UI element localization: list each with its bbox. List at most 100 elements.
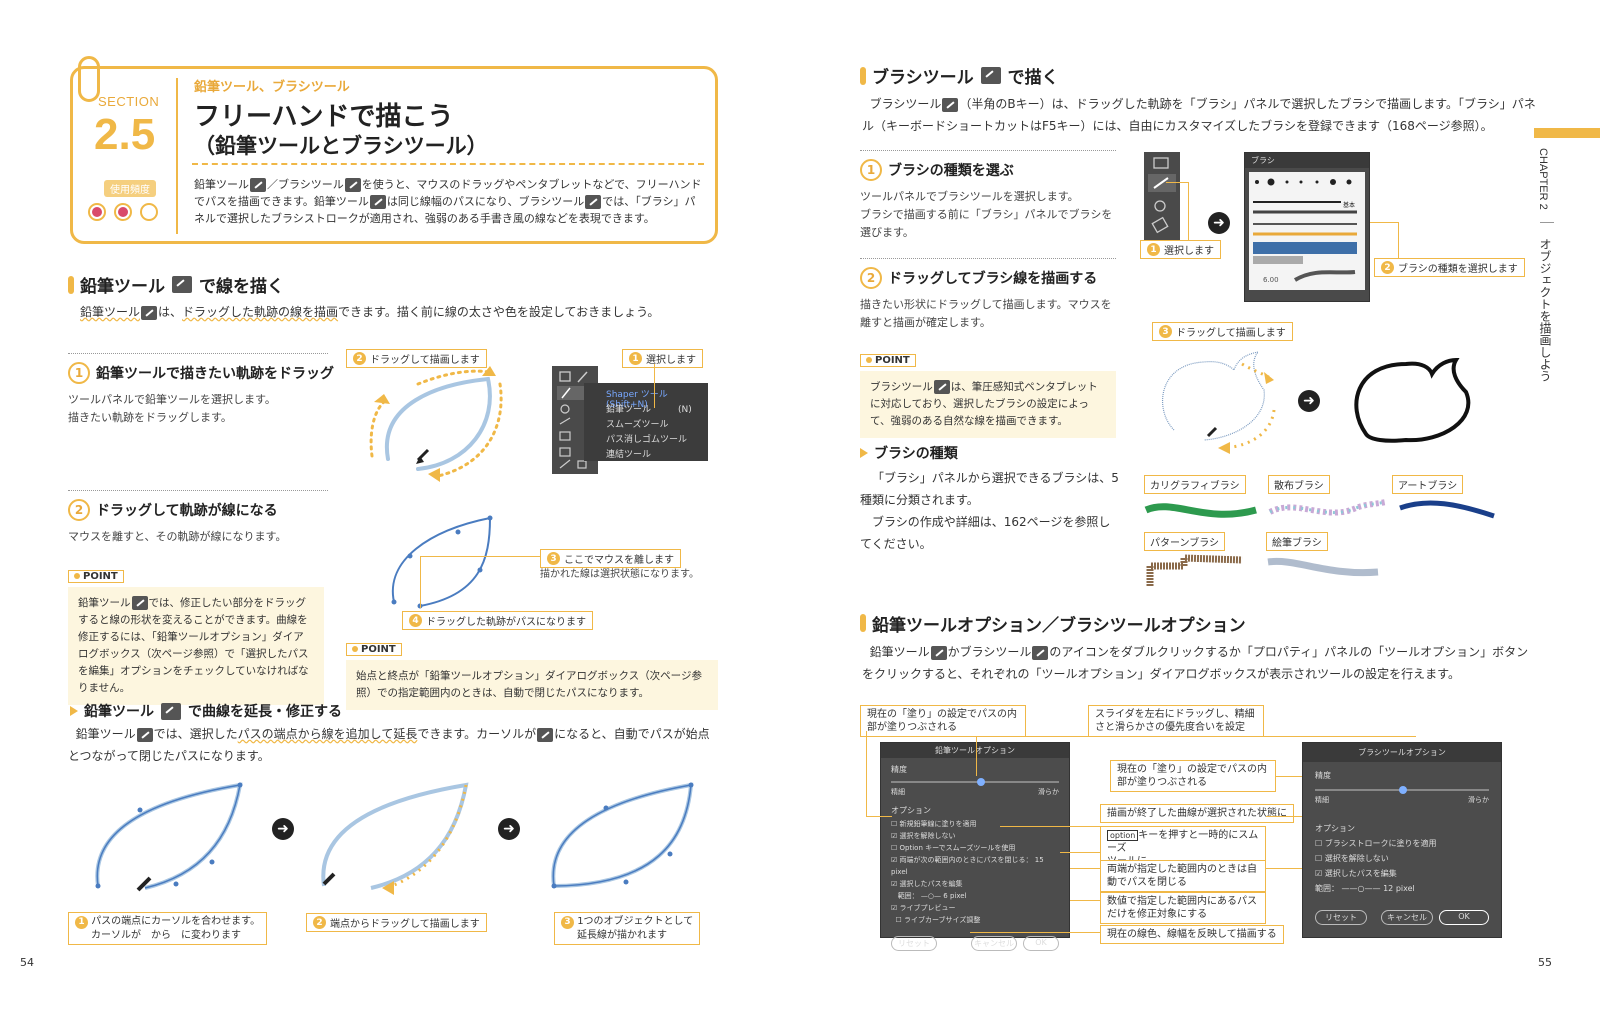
brush-panel-content: 基本 6.00 bbox=[1245, 172, 1369, 300]
slider-handle[interactable] bbox=[977, 778, 985, 786]
arrow-right-icon: ➜ bbox=[272, 818, 294, 840]
pencil-tool-icon bbox=[930, 645, 947, 660]
arrow-right-icon: ➜ bbox=[1298, 390, 1320, 412]
brushed-speech-bubble bbox=[1354, 357, 1471, 443]
callout-leader-line bbox=[1166, 182, 1188, 183]
brush-option-range[interactable]: 範囲： ——○—— 12 pixel bbox=[1315, 884, 1415, 893]
art-brush-label: アートブラシ bbox=[1392, 475, 1464, 494]
calligraphy-brush-sample bbox=[1144, 503, 1257, 518]
release-callout: 3 ここでマウスを離します bbox=[540, 549, 681, 568]
arrow-right-icon: ➜ bbox=[1208, 212, 1230, 234]
option-fill[interactable]: ☐ 新規鉛筆線に塗りを適用 bbox=[891, 820, 977, 828]
option-close-path[interactable]: ☑ 両端が次の範囲内のときにパスを閉じる： 15 pixel bbox=[891, 856, 1044, 876]
callout-leader-line bbox=[976, 736, 1416, 737]
slider-callout: スライダを左右にドラッグし、精細さと滑らかさの優先度合いを設定 bbox=[1088, 705, 1264, 737]
brush-accuracy-slider[interactable] bbox=[1315, 786, 1489, 794]
option-range[interactable]: 範囲： —○— 6 pixel bbox=[897, 892, 967, 900]
brush-types-body: 「ブラシ」パネルから選択できるブラシは、5種類に分類されます。 ブラシの作成や詳… bbox=[860, 471, 1119, 551]
callout-leader-line bbox=[1070, 868, 1100, 869]
callout-leader-line bbox=[420, 556, 540, 557]
pencil-tool-icon bbox=[136, 727, 153, 742]
accuracy-slider[interactable] bbox=[891, 778, 1059, 786]
path-callout: 4 ドラッグした軌跡がパスになります bbox=[402, 611, 593, 630]
callout-leader-line bbox=[1060, 852, 1100, 853]
pencil-dialog-title: 鉛筆ツールオプション bbox=[881, 743, 1069, 758]
brush-choose-callout: 2 ブラシの種類を選択します bbox=[1374, 258, 1525, 277]
menu-item-smooth[interactable]: スムーズツール bbox=[606, 420, 669, 430]
pencil-tool-menu[interactable]: Shaper ツール (Shift+N) 鉛筆ツール (N) スムーズツール パ… bbox=[584, 383, 708, 461]
speech-bubble-drawing bbox=[1161, 351, 1276, 454]
brush-ok-button[interactable]: OK bbox=[1439, 910, 1489, 925]
callout-leader-line bbox=[1070, 900, 1100, 901]
scatter-brush-label: 散布ブラシ bbox=[1268, 475, 1330, 494]
chapter-tab bbox=[1534, 128, 1600, 138]
step-1-body: ツールパネルで鉛筆ツールを選択します。 描きたい軌跡をドラッグします。 bbox=[68, 393, 276, 424]
tool-icons bbox=[1148, 157, 1176, 234]
point-dot-icon bbox=[352, 646, 358, 652]
menu-item-shaper[interactable]: Shaper ツール (Shift+N) bbox=[606, 390, 677, 410]
brush-tool-icon bbox=[980, 67, 1001, 84]
callout-leader-line bbox=[1266, 868, 1316, 869]
frequency-rating bbox=[88, 203, 158, 221]
brush-panel-title: ブラシ bbox=[1245, 153, 1369, 168]
step-divider bbox=[860, 150, 1116, 151]
brush-heading: ブラシツールで描く bbox=[860, 63, 1059, 88]
brush-tool-icon bbox=[585, 195, 602, 209]
chapter-title: オブジェクトを描画しよう bbox=[1538, 238, 1552, 382]
callout-leader-line bbox=[866, 816, 892, 817]
options-body: 鉛筆ツールかブラシツールのアイコンをダブルクリックするか「プロパティ」パネルの「… bbox=[862, 645, 1529, 681]
callout-leader-line bbox=[970, 932, 1100, 933]
brush-options-dialog: ブラシツールオプション 精度 精細 滑らか オプション ☐ ブラシストロークに塗… bbox=[1302, 742, 1502, 938]
svg-text:基本: 基本 bbox=[1343, 201, 1355, 209]
release-note: 描かれた線は選択状態になります。 bbox=[540, 569, 699, 580]
step-2-body: マウスを離すと、その軌跡が線になります。 bbox=[68, 530, 287, 543]
pencil-tool-icon bbox=[172, 276, 192, 293]
option-edit-selected[interactable]: ☑ 選択したパスを編集 bbox=[891, 880, 963, 888]
select-callout: 1 選択します bbox=[622, 349, 703, 368]
brush-reset-button[interactable]: リセット bbox=[1315, 910, 1367, 925]
frequency-dot-filled-icon bbox=[88, 203, 106, 221]
option-live-curve[interactable]: ☐ ライブカーブサイズ調整 bbox=[891, 916, 981, 924]
brush-panel: ブラシ 基本 6.00 bbox=[1244, 152, 1370, 302]
menu-item-pencil[interactable]: 鉛筆ツール (N) bbox=[606, 405, 692, 415]
left-page: SECTION 2.5 使用頻度 鉛筆ツール、ブラシツール フリーハンドで描こう… bbox=[0, 0, 800, 1020]
section-number: 2.5 bbox=[94, 110, 156, 159]
brush-cancel-button[interactable]: キャンセル bbox=[1381, 910, 1433, 925]
step-2-heading: 2 ドラッグして軌跡が線になる bbox=[68, 499, 278, 521]
slider-handle[interactable] bbox=[1399, 786, 1407, 794]
option-live-preview[interactable]: ☑ ライブプレビュー bbox=[891, 904, 956, 912]
triangle-bullet-icon bbox=[860, 448, 868, 458]
callout-leader-line bbox=[1276, 776, 1316, 777]
pencil-close-cursor-icon bbox=[537, 727, 554, 742]
extend-illustration-3 bbox=[551, 782, 694, 889]
pencil-tool-icon bbox=[161, 702, 181, 720]
step-1-heading: 1 鉛筆ツールで描きたい軌跡をドラッグ bbox=[68, 362, 334, 384]
extend-callout-2: 2 端点からドラッグして描画します bbox=[306, 913, 487, 932]
scatter-brush-sample bbox=[1268, 499, 1387, 516]
cancel-button[interactable]: キャンセル bbox=[971, 936, 1017, 951]
menu-item-path-eraser[interactable]: パス消しゴムツール bbox=[606, 435, 688, 445]
callout-leader-line bbox=[866, 731, 867, 816]
drag-draw-callout: 2 ドラッグして描画します bbox=[346, 349, 487, 368]
callout-leader-line bbox=[1266, 816, 1316, 817]
pencil-intro: 鉛筆ツールは、ドラッグした軌跡の線を描画できます。描く前に線の太さや色を設定して… bbox=[80, 305, 660, 320]
brush-option-edit-selected[interactable]: ☑ 選択したパスを編集 bbox=[1315, 869, 1397, 878]
point-dot-icon bbox=[74, 573, 80, 579]
brush-tool-icon bbox=[1032, 645, 1049, 660]
keep-selected-callout: 描画が終了した曲線が選択された状態に bbox=[1100, 804, 1294, 823]
callout-leader-line bbox=[976, 736, 977, 776]
arrow-right-icon: ➜ bbox=[498, 818, 520, 840]
option-keep-selected[interactable]: ☑ 選択を解除しない bbox=[891, 832, 956, 840]
callout-leader-line bbox=[1188, 182, 1189, 240]
fill-mid-callout: 現在の「塗り」の設定でパスの内部が塗りつぶされる bbox=[1110, 760, 1276, 792]
callout-leader-line bbox=[1398, 222, 1399, 258]
menu-item-join[interactable]: 連結ツール bbox=[606, 450, 652, 460]
ok-button[interactable]: OK bbox=[1023, 936, 1059, 951]
reset-button[interactable]: リセット bbox=[891, 936, 937, 951]
brush-option-fill[interactable]: ☐ ブラシストロークに塗りを適用 bbox=[1315, 839, 1437, 848]
pencil-tool-icon bbox=[250, 178, 266, 192]
brush-option-keep-selected[interactable]: ☐ 選択を解除しない bbox=[1315, 854, 1389, 863]
brush-step-1-heading: 1 ブラシの種類を選ぶ bbox=[860, 159, 1014, 181]
fill-left-callout: 現在の「塗り」の設定でパスの内部が塗りつぶされる bbox=[860, 705, 1026, 737]
option-smooth-key[interactable]: ☐ Option キーでスムーズツールを使用 bbox=[891, 844, 1016, 852]
